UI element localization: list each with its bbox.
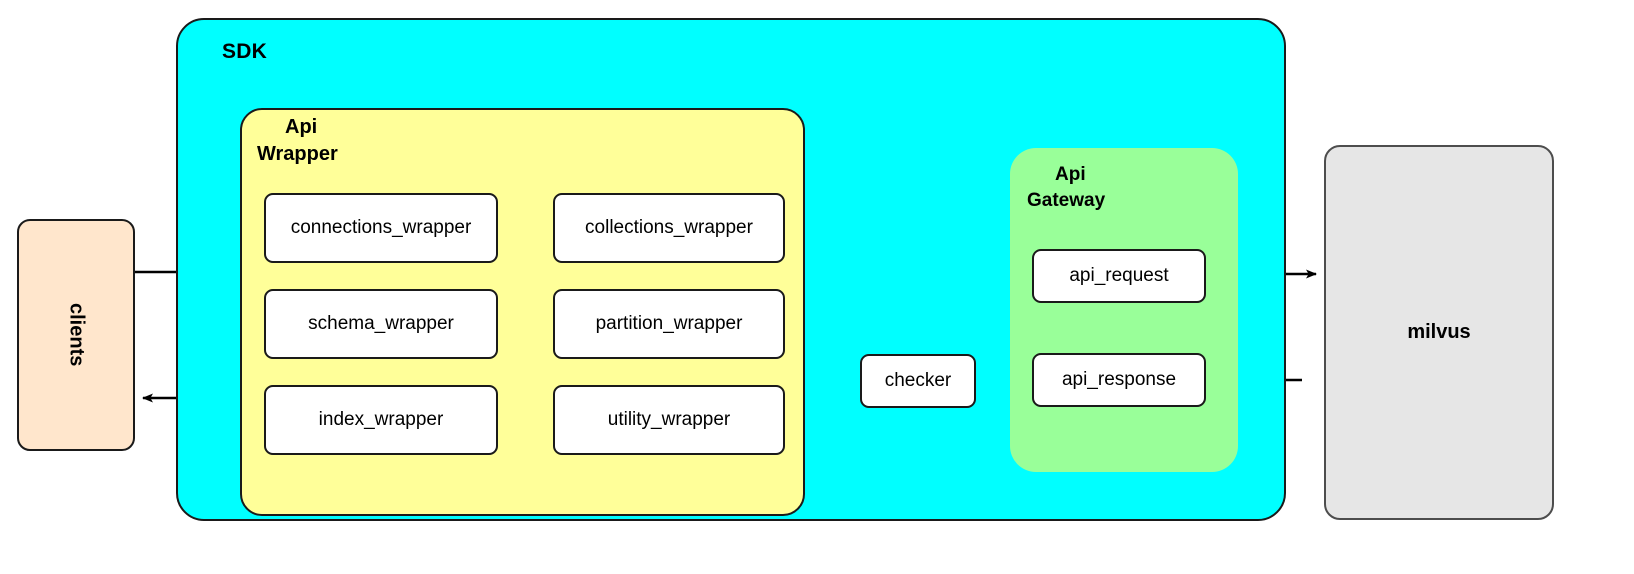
api-gateway-label: Api Gateway xyxy=(1027,162,1217,213)
node-utility-wrapper[interactable]: utility_wrapper xyxy=(553,385,785,455)
sdk-label: SDK xyxy=(222,40,267,63)
node-schema-wrapper[interactable]: schema_wrapper xyxy=(264,289,498,359)
clients-label: clients xyxy=(65,303,88,367)
node-checker[interactable]: checker xyxy=(860,354,976,408)
milvus-label: milvus xyxy=(1407,321,1471,343)
node-connections-wrapper[interactable]: connections_wrapper xyxy=(264,193,498,263)
node-api-request[interactable]: api_request xyxy=(1032,249,1206,303)
api-gateway-container[interactable] xyxy=(1010,148,1238,472)
node-partition-wrapper[interactable]: partition_wrapper xyxy=(553,289,785,359)
api-gateway-label-line1: Api xyxy=(1055,164,1086,185)
clients-node[interactable]: clients xyxy=(17,219,135,451)
api-wrapper-label: Api Wrapper xyxy=(257,114,437,168)
node-index-wrapper[interactable]: index_wrapper xyxy=(264,385,498,455)
node-collections-wrapper[interactable]: collections_wrapper xyxy=(553,193,785,263)
node-api-response[interactable]: api_response xyxy=(1032,353,1206,407)
api-wrapper-label-line1: Api xyxy=(285,116,318,138)
api-gateway-label-line2: Gateway xyxy=(1027,189,1106,211)
milvus-node[interactable]: milvus xyxy=(1324,145,1554,520)
api-wrapper-label-line2: Wrapper xyxy=(257,143,338,165)
